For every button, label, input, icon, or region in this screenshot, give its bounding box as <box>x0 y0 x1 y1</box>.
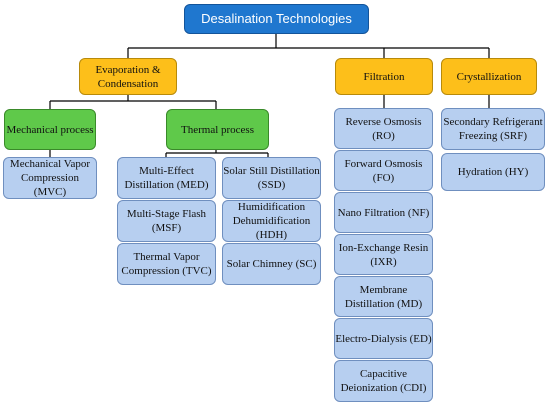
category-crystallization: Crystallization <box>441 58 537 95</box>
leaf-hydration: Hydration (HY) <box>441 153 545 191</box>
leaf-capacitive-deionization: Capacitive Deionization (CDI) <box>334 360 433 402</box>
leaf-thermal-vapor-compression: Thermal Vapor Compression (TVC) <box>117 243 216 285</box>
leaf-electro-dialysis: Electro-Dialysis (ED) <box>334 318 433 359</box>
leaf-membrane-distillation: Membrane Distillation (MD) <box>334 276 433 317</box>
leaf-forward-osmosis: Forward Osmosis (FO) <box>334 150 433 191</box>
leaf-humidification-dehumidification: Humidification Dehumidification (HDH) <box>222 200 321 242</box>
category-evaporation-condensation: Evaporation & Condensation <box>79 58 177 95</box>
subcategory-thermal-process: Thermal process <box>166 109 269 150</box>
leaf-mechanical-vapor-compression: Mechanical Vapor Compression (MVC) <box>3 157 97 199</box>
leaf-nano-filtration: Nano Filtration (NF) <box>334 192 433 233</box>
leaf-ion-exchange-resin: Ion-Exchange Resin (IXR) <box>334 234 433 275</box>
root-node: Desalination Technologies <box>184 4 369 34</box>
leaf-secondary-refrigerant-freezing: Secondary Refrigerant Freezing (SRF) <box>441 108 545 150</box>
leaf-multi-stage-flash: Multi-Stage Flash (MSF) <box>117 200 216 242</box>
leaf-reverse-osmosis: Reverse Osmosis (RO) <box>334 108 433 149</box>
leaf-solar-still-distillation: Solar Still Distillation (SSD) <box>222 157 321 199</box>
subcategory-mechanical-process: Mechanical process <box>4 109 96 150</box>
leaf-multi-effect-distillation: Multi-Effect Distillation (MED) <box>117 157 216 199</box>
leaf-solar-chimney: Solar Chimney (SC) <box>222 243 321 285</box>
category-filtration: Filtration <box>335 58 433 95</box>
